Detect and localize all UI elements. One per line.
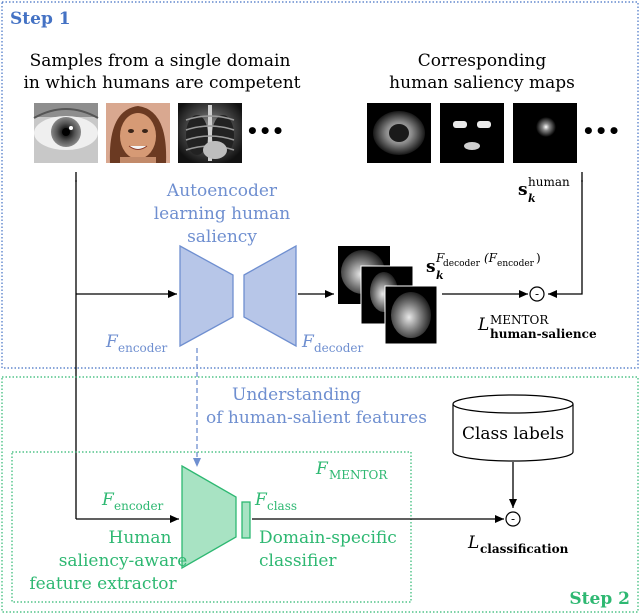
svg-text:(F: (F [484, 251, 498, 265]
saliency-map-eye [367, 103, 431, 163]
svg-text:-: - [535, 287, 539, 301]
svg-text:L: L [477, 315, 489, 335]
eye-image [33, 103, 99, 163]
svg-text:class: class [267, 499, 297, 513]
class-label: F class [254, 490, 297, 513]
encoder-label: F encoder [105, 332, 168, 355]
svg-text:MENTOR: MENTOR [329, 468, 388, 482]
step2-encoder-label: F encoder [101, 490, 164, 513]
svg-text:encoder: encoder [114, 499, 164, 513]
decoder-label: F decoder [301, 332, 364, 355]
samples-ellipsis: ••• [246, 119, 284, 143]
loss-human-salience-label: L MENTOR human-salience [477, 313, 597, 341]
svg-text:k: k [528, 192, 536, 205]
svg-text:F: F [301, 332, 315, 352]
svg-text:F: F [101, 490, 115, 510]
classifier-line2: classifier [259, 551, 337, 571]
face-image [106, 103, 170, 163]
saliency-title-line1: Corresponding [418, 51, 547, 71]
understanding-line2: of human-salient features [206, 408, 427, 428]
svg-text:classification: classification [480, 542, 569, 556]
svg-text:): ) [536, 251, 541, 265]
autoencoder-line2: learning human [154, 204, 291, 224]
samples-title-line2: in which humans are competent [23, 73, 300, 93]
extractor-line1: Human [109, 528, 172, 548]
extractor-line2: saliency-aware [59, 551, 188, 571]
autoencoder-line3: saliency [187, 227, 257, 247]
svg-text:encoder: encoder [497, 259, 535, 269]
extractor-line3: feature extractor [29, 574, 177, 594]
autoencoder-line1: Autoencoder [166, 181, 278, 201]
svg-text:-: - [511, 512, 515, 526]
classifier-line1: Domain-specific [259, 528, 397, 548]
step1-connectors [75, 180, 583, 519]
step2-label: Step 2 [569, 589, 630, 609]
encoder-block [179, 244, 234, 348]
saliency-map-face [440, 103, 504, 163]
svg-text:encoder: encoder [118, 341, 168, 355]
step1-label: Step 1 [10, 9, 71, 29]
svg-text:k: k [436, 269, 444, 282]
loss-classification-label: L classification [467, 533, 569, 556]
svg-text:Class labels: Class labels [462, 424, 564, 444]
mentor-frame [11, 451, 412, 603]
classifier-block [241, 501, 251, 539]
understanding-line1: Understanding [232, 385, 361, 405]
decoder-block [243, 244, 297, 348]
xray-image [178, 103, 242, 163]
class-labels-database: Class labels [452, 394, 574, 462]
step1-frame [1, 1, 639, 369]
svg-text:L: L [467, 533, 479, 553]
svg-text:s: s [518, 180, 528, 200]
svg-text:MENTOR: MENTOR [490, 313, 549, 327]
step2-connectors [76, 462, 517, 523]
saliency-map-xray [513, 103, 577, 163]
feature-extractor-block [181, 464, 237, 570]
s-predicted-label: s k F decoder (F encoder ) [426, 251, 541, 282]
s-human-label: s k human [518, 175, 570, 205]
samples-title-line1: Samples from a single domain [30, 51, 291, 71]
step2-frame [1, 376, 639, 613]
saliency-ellipsis: ••• [582, 119, 620, 143]
svg-text:decoder: decoder [314, 341, 364, 355]
saliency-title-line2: human saliency maps [389, 73, 575, 93]
svg-text:F: F [435, 251, 445, 265]
mentor-label: F MENTOR [315, 459, 388, 482]
difference-node-step1: - [529, 286, 545, 302]
svg-text:F: F [315, 459, 329, 479]
difference-node-step2: - [505, 511, 521, 527]
svg-text:F: F [254, 490, 268, 510]
svg-text:human-salience: human-salience [490, 327, 597, 341]
svg-text:s: s [426, 257, 436, 277]
svg-text:decoder: decoder [443, 259, 481, 269]
predicted-saliency-stack [338, 246, 438, 345]
svg-text:F: F [105, 332, 119, 352]
svg-text:human: human [528, 175, 570, 189]
